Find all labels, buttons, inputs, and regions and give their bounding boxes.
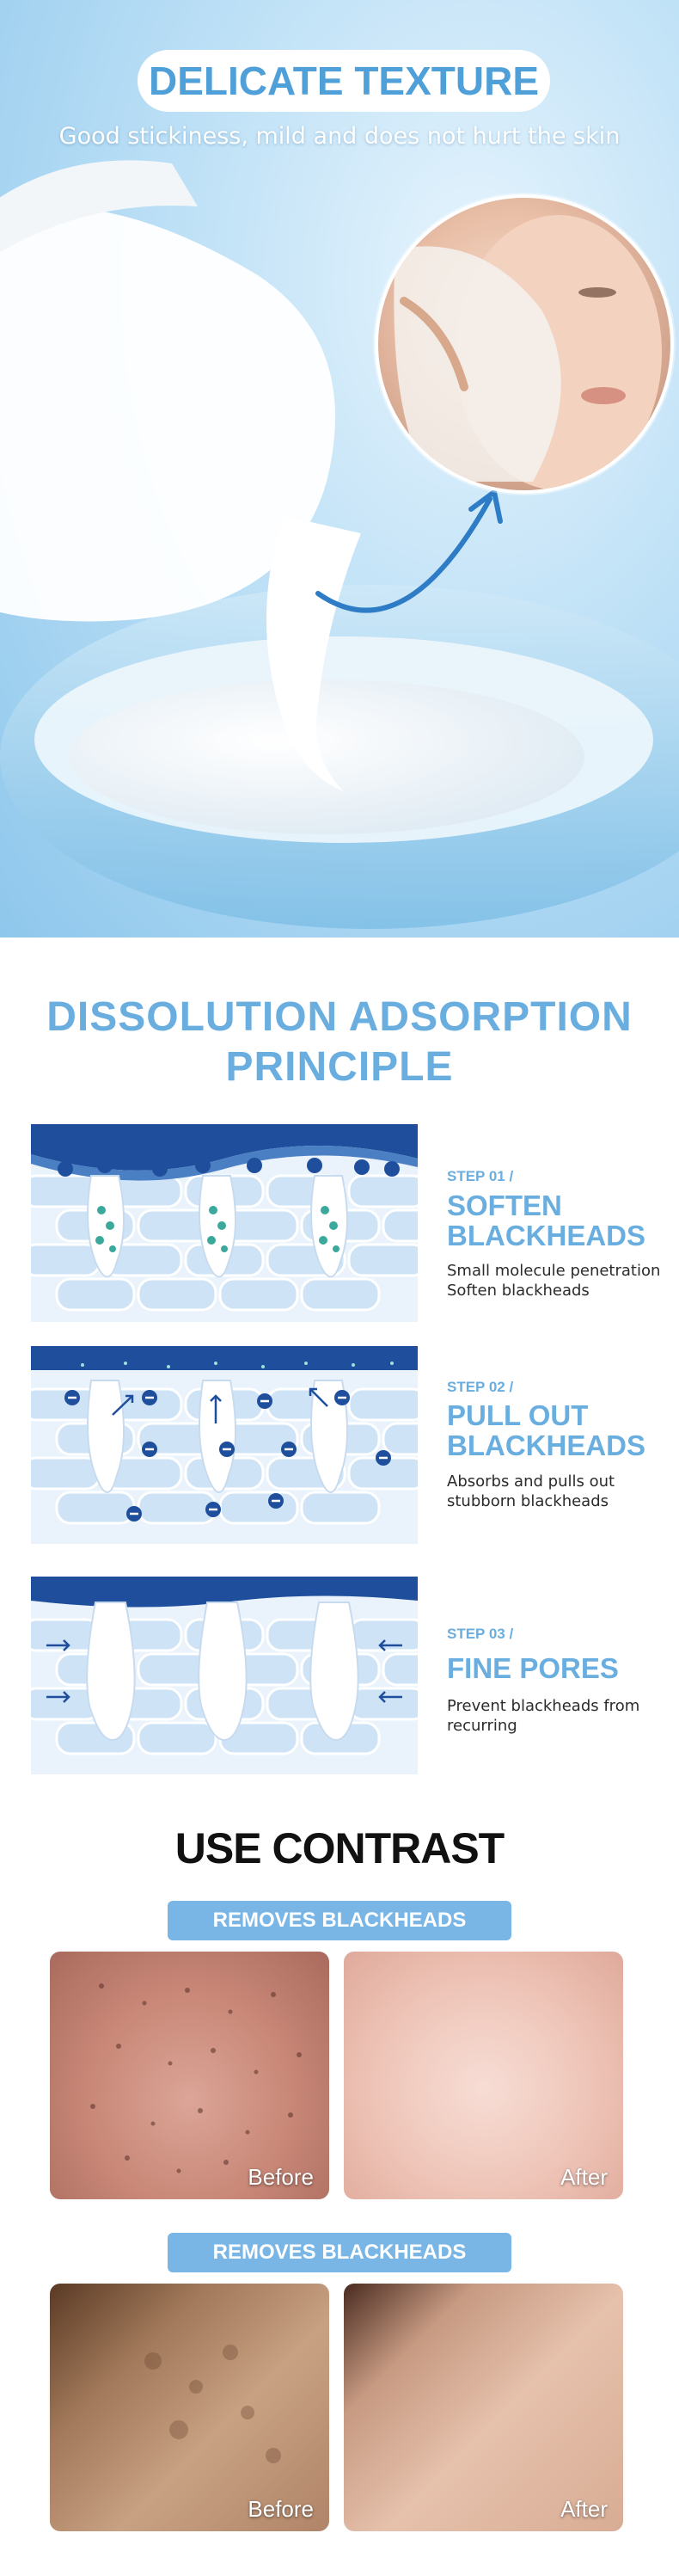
after-label-2: After <box>560 2496 608 2522</box>
step-1-name-line2: BLACKHEADS <box>447 1220 645 1251</box>
hero-scene <box>0 160 679 929</box>
step-1-desc-line1: Small molecule penetration <box>447 1262 661 1280</box>
step-2-kicker: STEP 02 / <box>447 1379 514 1395</box>
step-3-diagram <box>31 1577 418 1774</box>
step-1-desc-line2: Soften blackheads <box>447 1282 590 1300</box>
step-3-desc-line2: recurring <box>447 1717 517 1735</box>
step-2-name-line1: PULL OUT <box>447 1399 589 1431</box>
skin-cells-diagram <box>31 1346 418 1544</box>
peel-off-face-image <box>375 194 674 494</box>
before-label-1: Before <box>248 2164 314 2190</box>
bottle-neck <box>0 160 198 253</box>
before-photo-2: Before <box>50 2284 329 2531</box>
hero-title: DELICATE TEXTURE <box>148 58 540 103</box>
before-label-2: Before <box>248 2496 314 2522</box>
contrast-badge-1: REMOVES BLACKHEADS <box>168 1901 511 1940</box>
hero-section: DELICATE TEXTURE Good stickiness, mild a… <box>0 0 679 938</box>
cream-pool <box>69 679 584 834</box>
step-2-name-line2: BLACKHEADS <box>447 1429 645 1461</box>
step-1-kicker: STEP 01 / <box>447 1168 514 1184</box>
step-1-diagram <box>31 1124 418 1322</box>
skin-cells-diagram <box>31 1577 418 1774</box>
principle-title-line1: DISSOLUTION ADSORPTION <box>46 994 633 1040</box>
step-1-name-line1: SOFTEN <box>447 1190 562 1221</box>
before-photo-1: Before <box>50 1952 329 2199</box>
face-illustration <box>394 215 662 490</box>
step-3-desc-line1: Prevent blackheads from <box>447 1697 640 1715</box>
step-3-kicker: STEP 03 / <box>447 1626 514 1642</box>
hero-title-pill: DELICATE TEXTURE <box>138 50 550 112</box>
after-label-1: After <box>560 2164 608 2190</box>
contrast-title: USE CONTRAST <box>174 1824 505 1872</box>
pores-texture <box>90 1983 302 2178</box>
contrast-badge-2-label: REMOVES BLACKHEADS <box>212 2241 467 2264</box>
contrast-badge-2: REMOVES BLACKHEADS <box>168 2233 511 2272</box>
bottle <box>0 206 335 622</box>
cream-stream <box>266 516 361 791</box>
arrow-head-icon <box>468 489 503 524</box>
after-photo-1: After <box>344 1952 623 2199</box>
skin-cells-diagram <box>31 1124 418 1322</box>
arrow-curve <box>315 496 492 613</box>
step-3-name-line1: FINE PORES <box>447 1652 619 1684</box>
contrast-badge-1-label: REMOVES BLACKHEADS <box>212 1909 467 1932</box>
spots-texture <box>144 2345 281 2463</box>
principle-title-line2: PRINCIPLE <box>225 1044 454 1090</box>
step-2-desc-line2: stubborn blackheads <box>447 1492 609 1510</box>
hero-subtitle: Good stickiness, mild and does not hurt … <box>58 123 621 150</box>
step-2-desc-line1: Absorbs and pulls out <box>447 1472 615 1491</box>
after-photo-2: After <box>344 2284 623 2531</box>
step-2-diagram <box>31 1346 418 1544</box>
